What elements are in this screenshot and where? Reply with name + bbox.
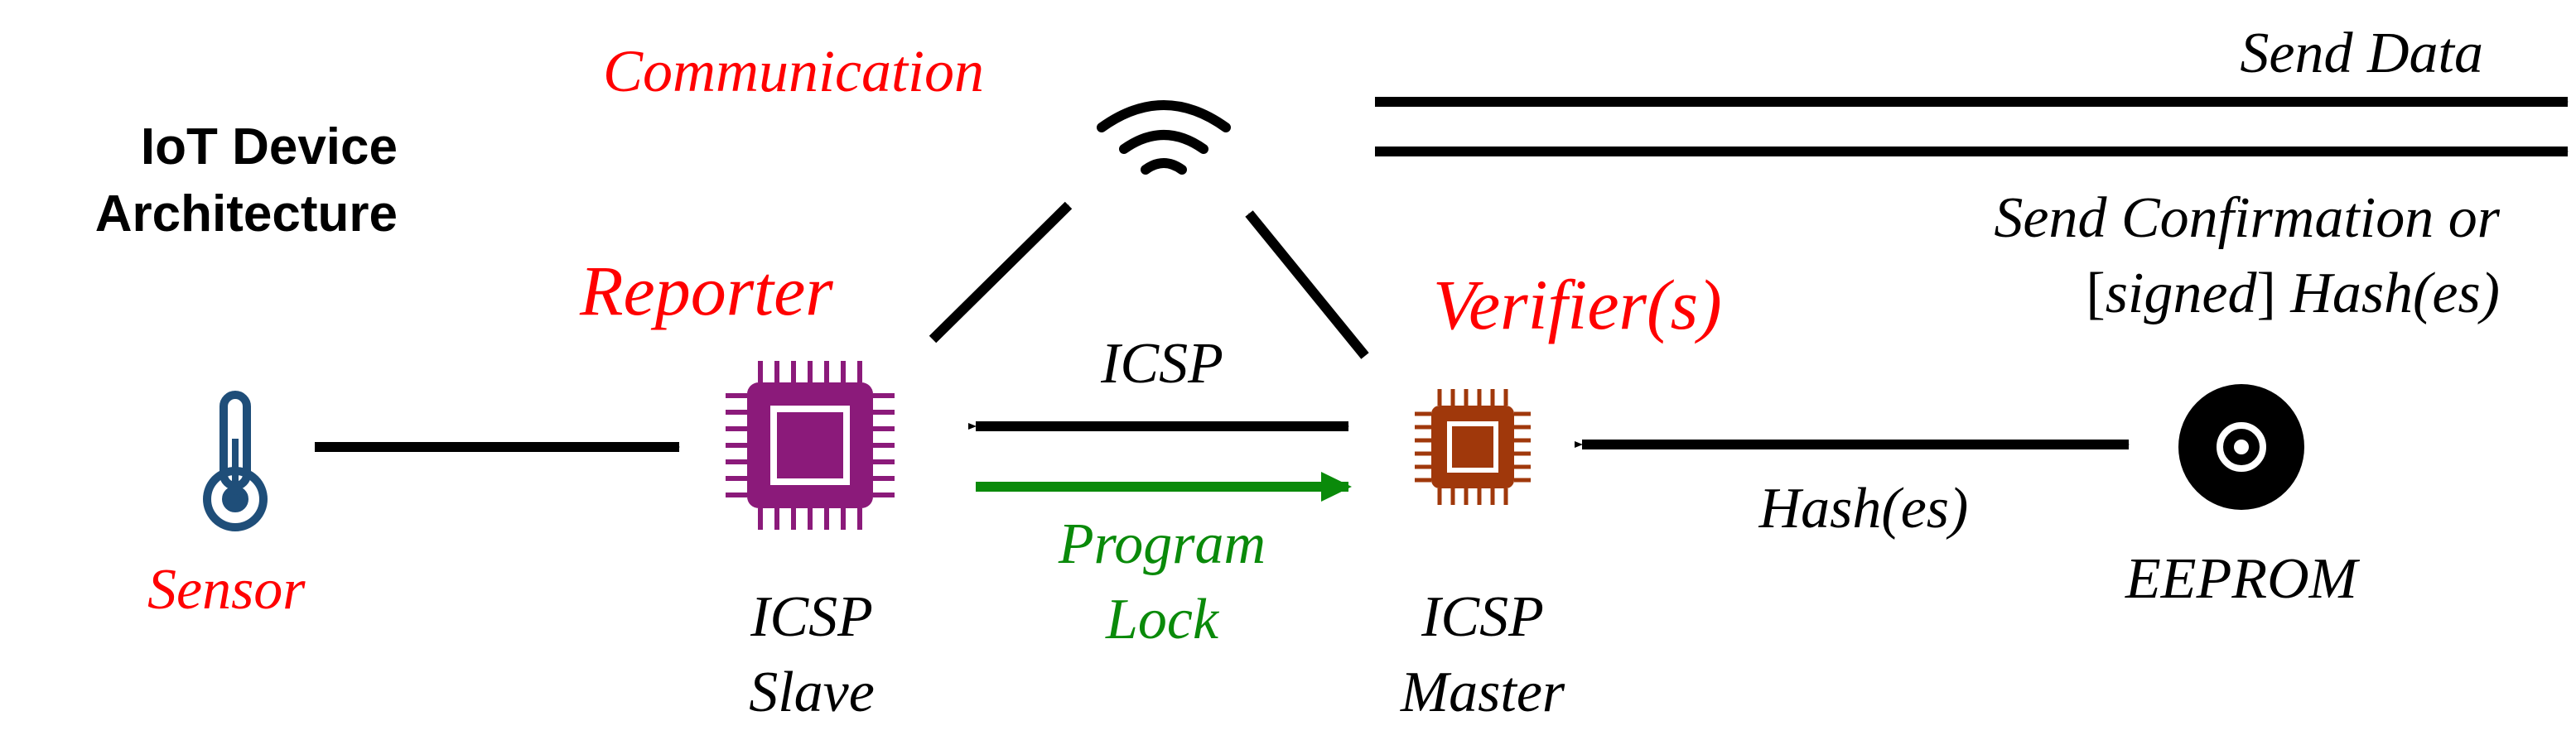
slave-label-line-2: Slave <box>749 661 875 724</box>
slave-microchip-icon <box>726 361 895 530</box>
master-to-wifi-arrow <box>1245 210 1369 359</box>
master-label-line-2: Master <box>1400 661 1565 724</box>
slave-to-wifi-arrow <box>929 201 1073 344</box>
title-line-2: Architecture <box>94 185 398 243</box>
master-label-line-1: ICSP <box>1421 585 1544 649</box>
disc-icon <box>2178 384 2304 510</box>
sensor-label: Sensor <box>147 558 306 622</box>
send-data-label: Send Data <box>2240 22 2483 85</box>
bracket-close: ] <box>2256 262 2291 325</box>
eeprom-label: EEPROM <box>2125 547 2357 611</box>
title-line-1: IoT Device <box>140 118 398 175</box>
program-lock-label: Program Lock <box>1017 507 1307 657</box>
verifier-label: Verifier(s) <box>1433 265 1722 344</box>
program-lock-arrowhead <box>1321 472 1352 502</box>
bracket-open: [ <box>2086 262 2106 325</box>
master-label: ICSP Master <box>1358 579 1607 730</box>
slave-label-line-1: ICSP <box>750 585 873 649</box>
thermometer-icon <box>203 391 268 531</box>
icsp-link-label: ICSP <box>1101 332 1223 396</box>
program-lock-line-1: Program <box>1058 512 1266 576</box>
diagram-title: IoT Device Architecture <box>17 114 398 247</box>
send-confirmation-line-2: [signed] Hash(es) <box>1994 256 2500 331</box>
program-lock-line-2: Lock <box>1105 588 1219 651</box>
hashes-link-label: Hash(es) <box>1758 477 1969 541</box>
slave-label: ICSP Slave <box>687 579 936 730</box>
send-confirmation-line-1: Send Confirmation or <box>1994 186 2500 250</box>
reporter-label: Reporter <box>580 251 833 330</box>
master-microchip-icon <box>1415 389 1531 505</box>
communication-label: Communication <box>603 38 984 104</box>
wifi-icon <box>1097 100 1231 175</box>
signed-word: signed <box>2105 262 2257 325</box>
hashes-word: Hash(es) <box>2290 262 2500 325</box>
send-confirmation-label: Send Confirmation or [signed] Hash(es) <box>1994 180 2500 331</box>
